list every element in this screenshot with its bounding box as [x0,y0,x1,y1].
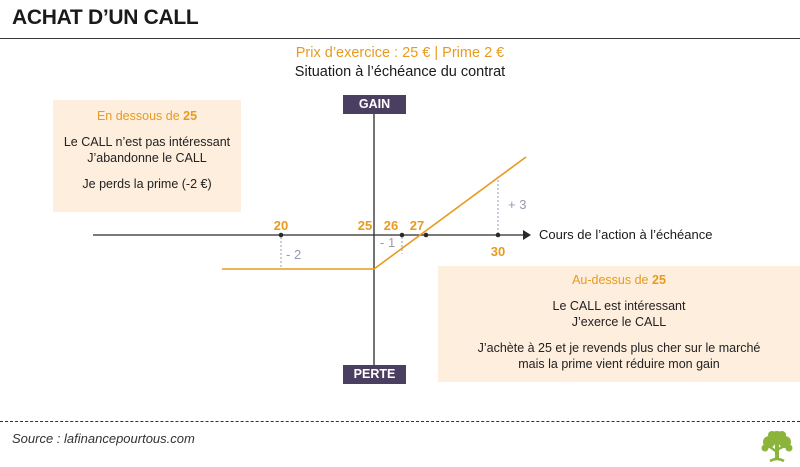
annotation-minus-2: - 2 [286,247,301,262]
tick-dot-27 [423,232,429,238]
above-strike-box: Au-dessus de 25 Le CALL est intéressant … [438,266,800,382]
below-strike-box: En dessous de 25 Le CALL n’est pas intér… [53,100,241,212]
annotation-plus-3: + 3 [508,197,526,212]
below-strike-line2: J’abandonne le CALL [87,151,207,165]
tick-label-30: 30 [491,244,505,259]
above-strike-line1: Le CALL est intéressant [552,299,686,313]
tick-label-26: 26 [384,218,398,233]
tick-dot-20 [278,232,284,238]
x-axis-label: Cours de l’action à l’échéance [539,227,712,242]
tick-dot-30 [495,232,501,238]
above-strike-line3: J’achète à 25 et je revends plus cher su… [477,341,761,355]
below-strike-line3: Je perds la prime (-2 €) [82,177,212,191]
tick-label-25: 25 [358,218,372,233]
tick-label-20: 20 [274,218,288,233]
perte-badge: PERTE [343,365,406,384]
payoff-line [222,156,527,270]
below-strike-heading: En dessous de 25 [53,108,241,124]
above-strike-heading-text: Au-dessus de [572,273,649,287]
tick-label-27: 27 [410,218,424,233]
title-divider [0,38,800,39]
annotation-minus-1: - 1 [380,235,395,250]
gain-badge: GAIN [343,95,406,114]
tick-dot-26 [399,232,405,238]
below-strike-heading-text: En dessous de [96,109,180,123]
footer-divider [0,421,800,422]
subtitle-parameters: Prix d’exercice : 25 € | Prime 2 € [295,45,505,61]
payoff-diagram: 20 25 26 27 30 - 2 - 1 + 3 Cours de l’ac… [93,114,712,365]
page-title: ACHAT D’UN CALL [12,6,199,29]
tree-logo-icon [761,431,793,463]
subtitle-situation: Situation à l’échéance du contrat [294,64,506,80]
above-strike-heading: Au-dessus de 25 [438,272,800,288]
below-strike-heading-value: 25 [183,109,198,123]
above-strike-line2: J’exerce le CALL [571,315,667,329]
above-strike-heading-value: 25 [652,273,666,287]
price-axis-arrow-icon [523,230,531,240]
source-credit: Source : lafinancepourtous.com [12,431,195,446]
below-strike-line1: Le CALL n’est pas intéressant [63,135,231,149]
above-strike-line4: mais la prime vient réduire mon gain [518,357,720,371]
